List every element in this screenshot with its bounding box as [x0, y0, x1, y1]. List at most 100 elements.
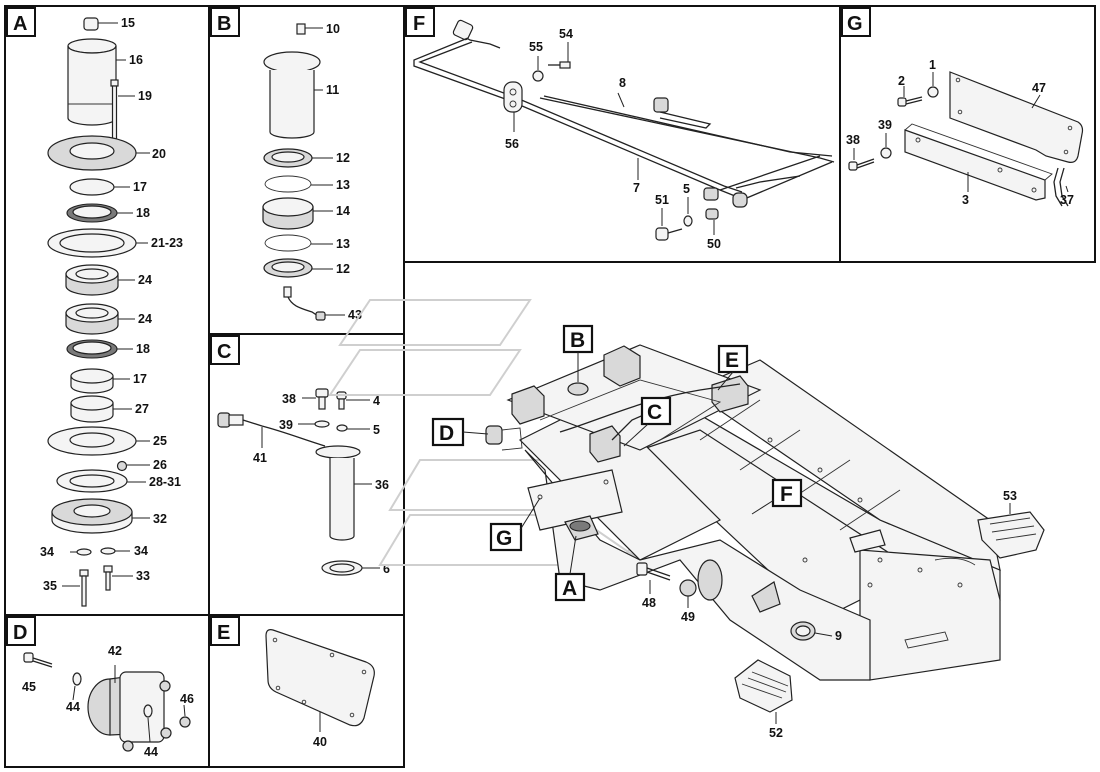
label-33: 33 [136, 569, 150, 583]
label-55: 55 [529, 40, 543, 54]
label-32: 32 [153, 512, 167, 526]
part-26-nut [116, 460, 128, 472]
panel-f-labels: 55 54 8 56 7 5 51 50 [505, 27, 721, 251]
part-13-top [264, 175, 312, 193]
part-1-washer [927, 86, 939, 98]
panel-b-title-box [210, 7, 240, 37]
label-52: 52 [769, 726, 783, 740]
panel-b-labels: 10 11 12 13 14 13 12 43 [326, 22, 362, 322]
panel-b-parts [262, 23, 345, 321]
frame-g-plate [527, 469, 623, 531]
panel-c-parts [217, 388, 380, 576]
part-54-bolt [559, 61, 571, 69]
label-5: 5 [373, 423, 380, 437]
label-48: 48 [642, 596, 656, 610]
main-fasteners [636, 562, 833, 641]
frame-mount-left [511, 385, 545, 425]
panel-frames [4, 5, 1096, 768]
panel-a-title: A [13, 13, 27, 35]
label-17-top: 17 [133, 180, 147, 194]
part-40-plate [265, 629, 375, 727]
part-15-cap [83, 17, 99, 31]
label-20: 20 [152, 147, 166, 161]
part-38-bolt-g [848, 161, 858, 171]
frame-mount-e [711, 375, 749, 413]
callout-b: B [570, 329, 585, 352]
machine-frame [485, 344, 1001, 681]
panel-g-frame [839, 5, 1096, 263]
label-4: 4 [373, 394, 380, 408]
callout-d-box [431, 417, 465, 447]
label-35: 35 [43, 579, 57, 593]
panel-g-labels: 2 1 47 38 39 3 37 [846, 58, 1074, 207]
label-44-left: 44 [66, 700, 80, 714]
panel-c-frame [208, 333, 405, 616]
panel-g-parts [848, 71, 1084, 207]
callout-d: D [439, 422, 454, 445]
part-56-bracket [503, 81, 523, 113]
part-34-washer-right [100, 547, 116, 555]
label-47: 47 [1032, 81, 1046, 95]
panel-e-title-box [210, 616, 240, 646]
part-5-washer-f [683, 215, 693, 227]
label-37: 37 [1060, 193, 1074, 207]
part-44-washer-top [72, 672, 82, 686]
part-5-washer [336, 424, 348, 432]
panel-f-frame [403, 5, 841, 263]
label-25: 25 [153, 434, 167, 448]
panel-c-title: C [217, 341, 231, 363]
panel-g-title-box [841, 7, 871, 37]
label-16: 16 [129, 53, 143, 67]
frame-d-cylinder [485, 425, 503, 445]
part-55-washer [532, 70, 544, 82]
part-53-step [977, 503, 1045, 559]
label-13-top: 13 [336, 178, 350, 192]
label-39: 39 [279, 418, 293, 432]
panel-b-title: B [217, 13, 231, 35]
part-10-screw [296, 23, 306, 35]
label-24-bottom: 24 [138, 312, 152, 326]
part-46-nut [160, 727, 172, 739]
panel-d-title: D [13, 622, 27, 644]
label-26: 26 [153, 458, 167, 472]
part-38-bolt [315, 388, 329, 398]
label-9: 9 [835, 629, 842, 643]
label-17-bottom: 17 [133, 372, 147, 386]
panel-d-parts [23, 652, 191, 752]
part-7-fitting [703, 187, 719, 201]
label-45: 45 [22, 680, 36, 694]
callout-a: A [562, 577, 577, 600]
panel-a-title-box [6, 7, 36, 37]
part-19-shank [111, 85, 118, 147]
part-3-bracket [904, 129, 1046, 201]
label-11: 11 [326, 83, 339, 97]
panel-titles: A B C D E F G [6, 7, 871, 646]
panel-g-title: G [847, 13, 863, 35]
callout-f: F [780, 483, 793, 506]
label-27: 27 [135, 402, 149, 416]
callout-f-box [771, 478, 803, 508]
callout-e: E [725, 349, 739, 372]
part-37-strap [1053, 167, 1069, 207]
part-39-washer-g [880, 147, 892, 159]
part-41-connector [217, 412, 231, 428]
part-11-body [269, 70, 315, 139]
frame-mount-b [603, 345, 641, 387]
label-28-31: 28-31 [149, 475, 181, 489]
label-7: 7 [633, 181, 640, 195]
frame-hose [559, 383, 741, 433]
main-callouts: B E C D F G A [431, 324, 803, 602]
label-54: 54 [559, 27, 573, 41]
frame-top-rail [688, 359, 1001, 571]
label-42: 42 [108, 644, 122, 658]
part-43-sensor [283, 286, 292, 298]
panel-f-title-box [405, 7, 435, 37]
panel-e-title: E [217, 622, 230, 644]
part-45-bolt [23, 652, 34, 663]
label-15: 15 [121, 16, 135, 30]
frame-mount-c [589, 425, 621, 463]
panel-e-frame [208, 614, 405, 768]
callout-g: G [496, 527, 512, 550]
label-34-left: 34 [40, 545, 54, 559]
